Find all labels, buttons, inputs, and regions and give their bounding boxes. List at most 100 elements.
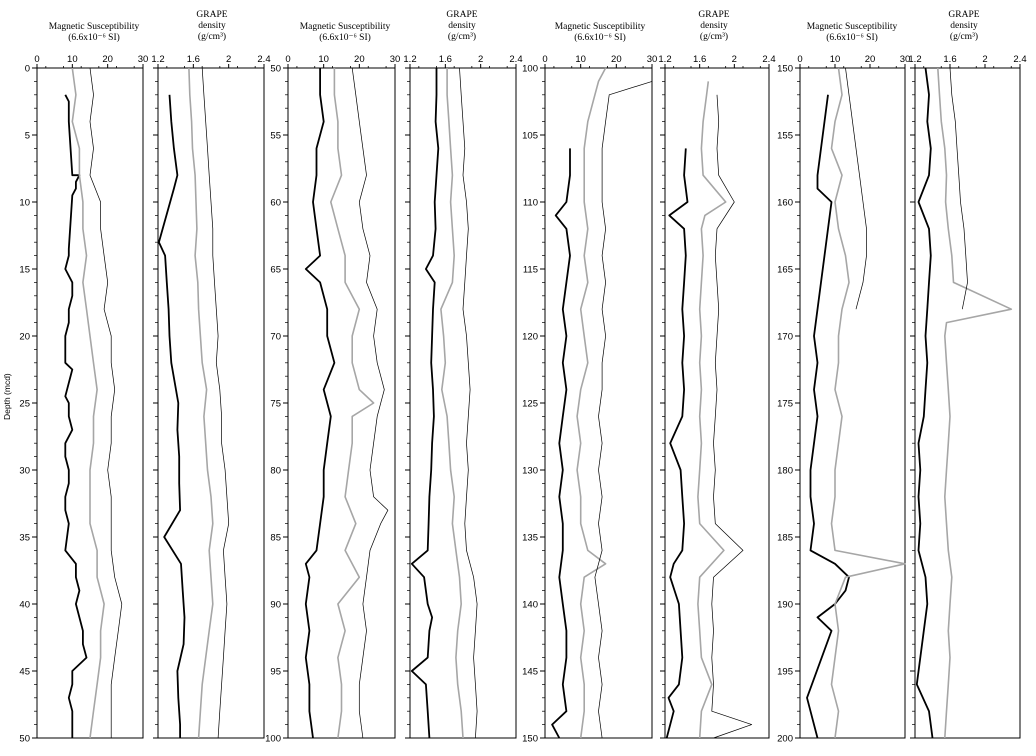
plot-frame — [287, 67, 396, 739]
header-gd-1: GRAPE density (g/cm³) — [180, 10, 244, 43]
y-tick-label: 25 — [19, 399, 30, 410]
x-tick-label: 2.4 — [257, 54, 270, 65]
y-tick-label: 50 — [270, 64, 281, 75]
x-tick-label: 1.6 — [439, 54, 452, 65]
header-gd-4: GRAPE density (g/cm³) — [932, 10, 996, 43]
series-line-gray — [71, 67, 105, 739]
series-line-thin — [594, 81, 653, 739]
y-tick-label: 85 — [270, 533, 281, 544]
x-tick-label: 0 — [797, 54, 802, 65]
header-title: Magnetic Susceptibility — [299, 22, 391, 32]
y-tick-label: 50 — [19, 734, 30, 745]
y-tick-label: 115 — [523, 265, 538, 276]
x-tick-label: 1.6 — [693, 54, 706, 65]
header-unit: (g/cm³) — [699, 32, 729, 42]
y-tick-label: 150 — [777, 64, 793, 75]
series-line-dark — [157, 94, 186, 738]
y-tick-label: 140 — [522, 600, 538, 611]
x-tick-label: 30 — [390, 54, 401, 65]
x-tick-label: 10 — [830, 54, 841, 65]
series-line-thin — [711, 94, 753, 739]
x-tick-label: 20 — [865, 54, 876, 65]
x-tick-label: 10 — [67, 54, 78, 65]
y-tick-label: 170 — [777, 332, 793, 343]
header-ms-1: Magnetic Susceptibility (6.6x10⁻⁶ SI) — [30, 22, 158, 44]
x-tick-label: 30 — [900, 54, 911, 65]
header-title-2: density — [198, 21, 226, 31]
y-tick-label: 100 — [265, 734, 281, 745]
y-tick-label: 155 — [777, 131, 793, 142]
series-line-thin — [845, 67, 867, 310]
x-tick-label: 20 — [102, 54, 113, 65]
header-unit: (6.6x10⁻⁶ SI) — [319, 33, 371, 43]
series-line-thin — [949, 67, 968, 310]
y-tick-label: 35 — [19, 533, 30, 544]
y-tick-label: 90 — [270, 600, 281, 611]
series-line-dark — [665, 148, 689, 739]
y-tick-label: 185 — [777, 533, 793, 544]
header-title: Magnetic Susceptibility — [48, 22, 140, 32]
y-tick-label: 80 — [270, 466, 281, 477]
x-tick-label: 20 — [611, 54, 622, 65]
y-tick-label: 0 — [25, 64, 30, 75]
y-tick-label: 180 — [777, 466, 793, 477]
header-title: Magnetic Susceptibility — [806, 22, 898, 32]
series-line-gray — [830, 67, 906, 739]
series-line-gray — [576, 67, 607, 739]
series-line-dark — [915, 67, 934, 739]
x-tick-label: 1.2 — [151, 54, 164, 65]
plot-frame — [914, 67, 1021, 739]
plot-frame — [157, 67, 265, 739]
x-tick-label: 1.2 — [403, 54, 416, 65]
x-tick-label: 1.6 — [187, 54, 200, 65]
header-ms-2: Magnetic Susceptibility (6.6x10⁻⁶ SI) — [281, 22, 409, 44]
header-title: Magnetic Susceptibility — [554, 22, 646, 32]
header-ms-4: Magnetic Susceptibility (6.6x10⁻⁶ SI) — [788, 22, 916, 44]
series-line-gray — [440, 68, 464, 739]
series-line-thin — [201, 67, 230, 739]
x-tick-label: 30 — [647, 54, 658, 65]
header-unit: (g/cm³) — [949, 32, 979, 42]
series-line-dark — [410, 68, 440, 739]
x-tick-label: 2.4 — [509, 54, 522, 65]
series-line-gray — [697, 81, 727, 739]
x-tick-label: 2.4 — [1013, 54, 1026, 65]
series-line-gray — [329, 68, 375, 739]
series-line-dark — [304, 68, 336, 739]
series-line-thin — [351, 67, 389, 739]
y-tick-label: 135 — [522, 533, 538, 544]
series-line-dark — [551, 148, 571, 739]
y-tick-label: 15 — [19, 265, 30, 276]
x-tick-label: 1.2 — [908, 54, 921, 65]
header-title: GRAPE — [446, 10, 478, 20]
y-tick-label: 165 — [777, 265, 793, 276]
header-title: GRAPE — [948, 10, 980, 20]
x-tick-label: 1.2 — [658, 54, 671, 65]
x-tick-label: 10 — [575, 54, 586, 65]
series-line-dark — [64, 94, 88, 738]
x-tick-label: 30 — [138, 54, 149, 65]
header-unit: (6.6x10⁻⁶ SI) — [826, 33, 878, 43]
header-gd-3: GRAPE density (g/cm³) — [682, 10, 746, 43]
y-tick-label: 190 — [777, 600, 793, 611]
header-unit: (6.6x10⁻⁶ SI) — [574, 33, 626, 43]
header-gd-2: GRAPE density (g/cm³) — [430, 10, 494, 43]
series-line-gray — [937, 67, 1013, 739]
plot-frame — [409, 67, 517, 739]
y-tick-label: 20 — [19, 332, 30, 343]
header-unit: (g/cm³) — [197, 32, 227, 42]
y-tick-label: 70 — [270, 332, 281, 343]
y-tick-label: 75 — [270, 399, 281, 410]
y-tick-label: 45 — [19, 667, 30, 678]
header-title: GRAPE — [196, 10, 228, 20]
header-unit: (g/cm³) — [447, 32, 477, 42]
y-tick-label: 125 — [522, 399, 538, 410]
x-tick-label: 2 — [982, 54, 987, 65]
y-tick-label: 195 — [777, 667, 793, 678]
